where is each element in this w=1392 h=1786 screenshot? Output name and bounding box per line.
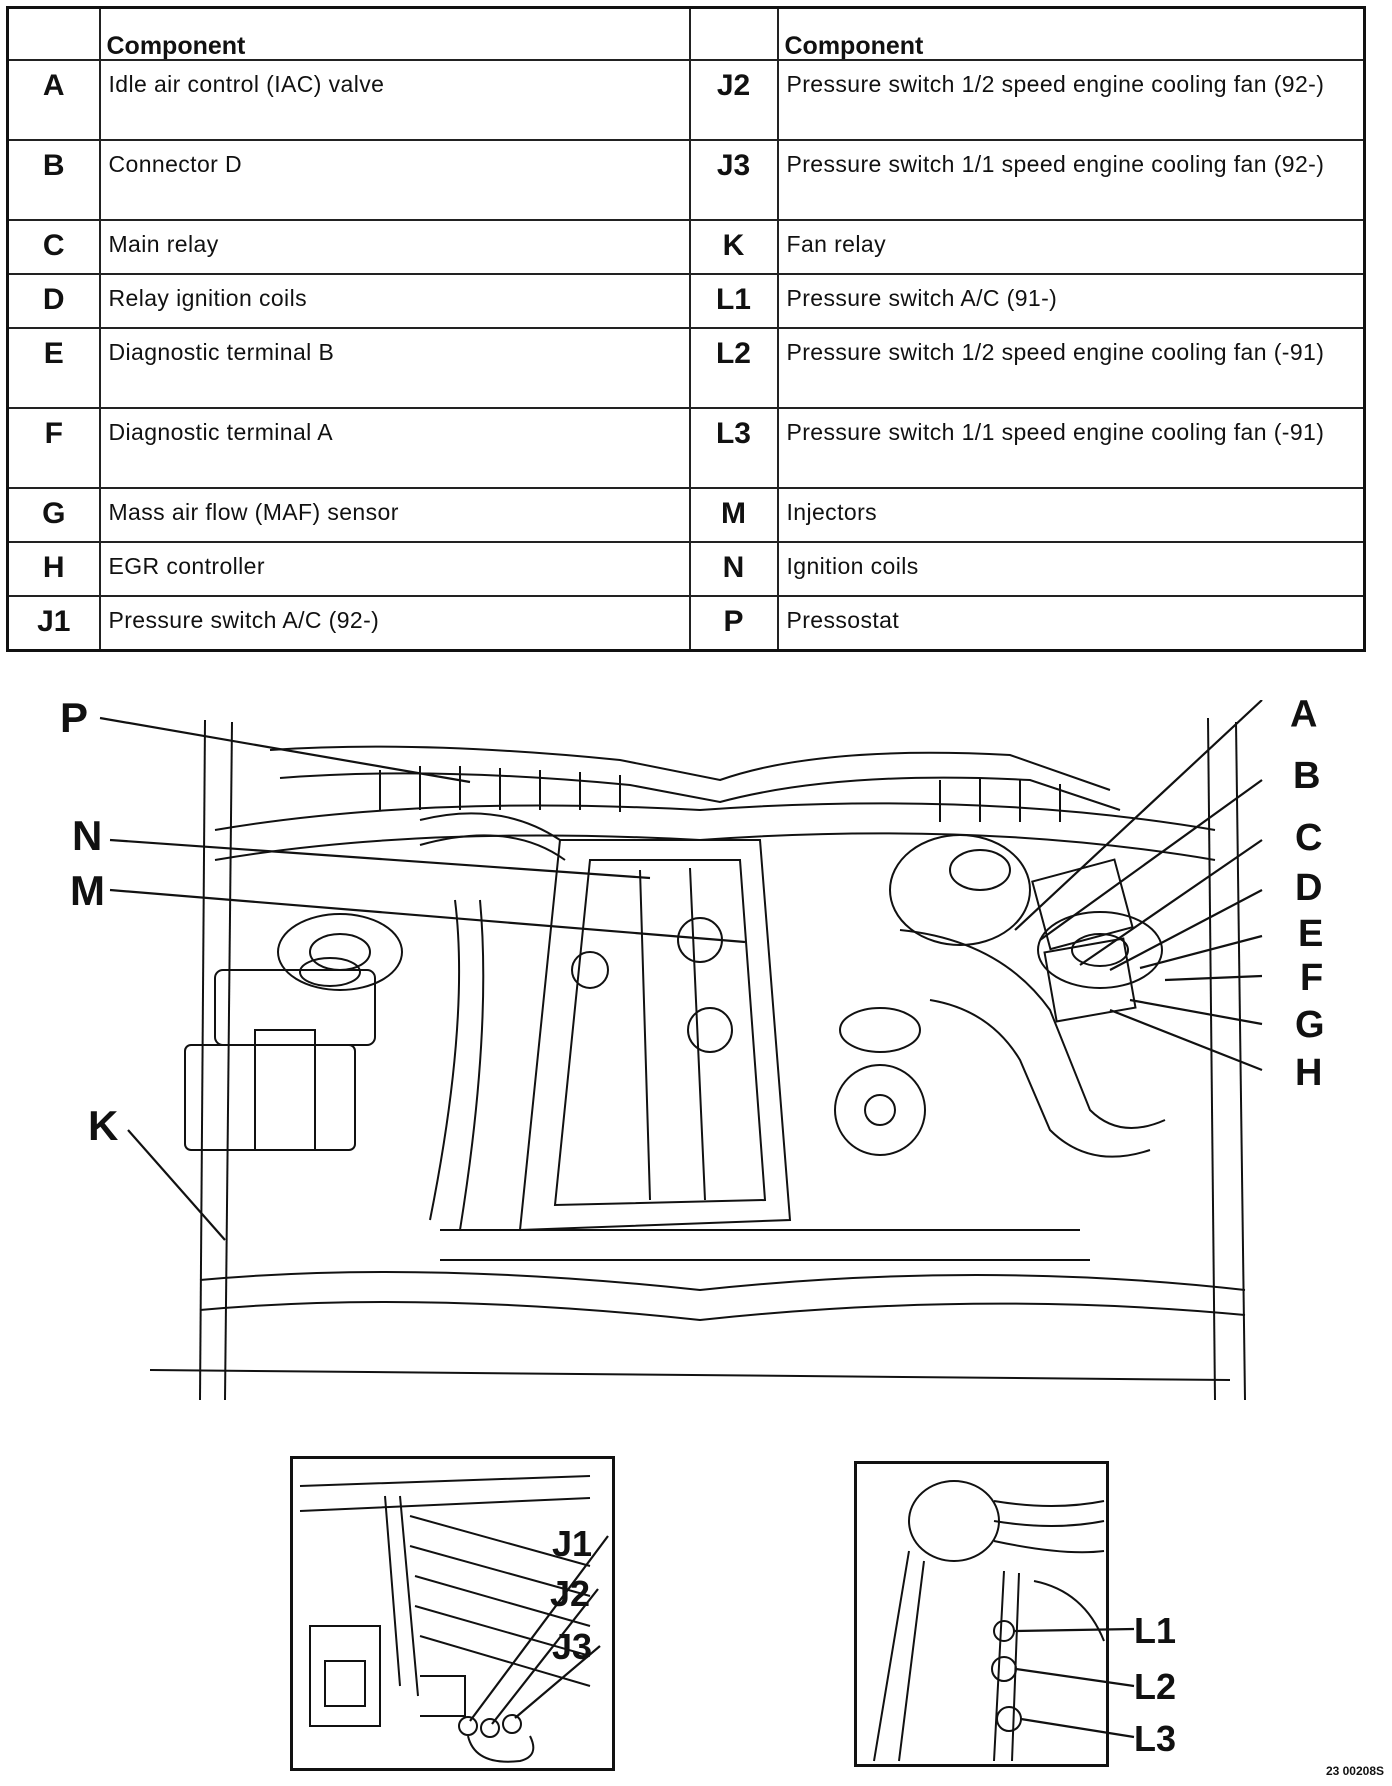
right-description-cell: Ignition coils — [776, 541, 1366, 597]
detail-left-frame — [290, 1456, 615, 1771]
left-description-cell: Mass air flow (MAF) sensor — [98, 487, 691, 543]
right-description-cell: Pressure switch 1/2 speed engine cooling… — [776, 59, 1366, 141]
detail-ac-pressure-switches: L1 L2 L3 — [854, 1461, 1176, 1767]
right-description-cell: Pressure switch A/C (91-) — [776, 273, 1366, 329]
left-description-cell: Connector D — [98, 139, 691, 221]
figure-reference-number: 23 00208S — [1325, 1764, 1384, 1778]
right-code-cell: L2 — [688, 327, 779, 409]
label-J3: J3 — [552, 1626, 592, 1667]
right-code-cell: L3 — [688, 407, 779, 489]
right-description-cell: Pressure switch 1/2 speed engine cooling… — [776, 327, 1366, 409]
label-H: H — [1295, 1052, 1322, 1094]
left-description-cell: Pressure switch A/C (92-) — [98, 595, 691, 652]
detail-fan-pressure-switches: J1 J2 J3 — [290, 1456, 615, 1771]
engine-bay-drawing — [149, 717, 1246, 1401]
left-code-cell: B — [6, 139, 101, 221]
label-M: M — [70, 867, 105, 914]
right-description-cell: Pressure switch 1/1 speed engine cooling… — [776, 139, 1366, 221]
label-B: B — [1293, 755, 1320, 797]
header-code-cell-right — [688, 6, 779, 61]
label-N: N — [72, 812, 102, 859]
table-header-row: Component Component — [6, 6, 1366, 61]
right-code-cell: M — [688, 487, 779, 543]
left-description-cell: Main relay — [98, 219, 691, 275]
label-K: K — [88, 1102, 118, 1149]
label-F: F — [1300, 957, 1323, 999]
right-code-cell: J3 — [688, 139, 779, 221]
header-code-cell-left — [6, 6, 101, 61]
left-code-cell: A — [6, 59, 101, 141]
right-code-cell: P — [688, 595, 779, 652]
header-component-right: Component — [776, 6, 1366, 61]
right-code-cell: L1 — [688, 273, 779, 329]
label-J1: J1 — [552, 1523, 592, 1564]
left-code-cell: H — [6, 541, 101, 597]
right-description-cell: Pressostat — [776, 595, 1366, 652]
label-J2: J2 — [550, 1573, 590, 1614]
label-A: A — [1290, 700, 1317, 735]
left-description-cell: Idle air control (IAC) valve — [98, 59, 691, 141]
label-G: G — [1295, 1004, 1325, 1046]
engine-bay-diagram: P N M K A B C D E F G H — [60, 700, 1325, 1401]
left-description-cell: Diagnostic terminal A — [98, 407, 691, 489]
detail-left-leaders — [469, 1535, 609, 1725]
label-E: E — [1298, 913, 1323, 955]
right-description-cell: Pressure switch 1/1 speed engine cooling… — [776, 407, 1366, 489]
right-code-cell: N — [688, 541, 779, 597]
detail-right-leaders — [1013, 1627, 1135, 1739]
left-description-cell: EGR controller — [98, 541, 691, 597]
label-L1: L1 — [1134, 1610, 1176, 1651]
label-D: D — [1295, 867, 1322, 909]
engine-leader-lines — [99, 700, 1263, 1241]
left-description-cell: Relay ignition coils — [98, 273, 691, 329]
label-C: C — [1295, 817, 1322, 859]
label-L2: L2 — [1134, 1666, 1176, 1707]
right-description-cell: Injectors — [776, 487, 1366, 543]
detail-right-frame — [854, 1461, 1109, 1767]
right-code-cell: K — [688, 219, 779, 275]
right-code-cell: J2 — [688, 59, 779, 141]
left-code-cell: C — [6, 219, 101, 275]
left-code-cell: G — [6, 487, 101, 543]
right-description-cell: Fan relay — [776, 219, 1366, 275]
left-code-cell: D — [6, 273, 101, 329]
header-component-left: Component — [98, 6, 691, 61]
detail-left-drawing — [299, 1475, 591, 1763]
left-code-cell: J1 — [6, 595, 101, 652]
label-L3: L3 — [1134, 1718, 1176, 1759]
left-code-cell: E — [6, 327, 101, 409]
label-P: P — [60, 700, 88, 741]
left-code-cell: F — [6, 407, 101, 489]
left-description-cell: Diagnostic terminal B — [98, 327, 691, 409]
detail-right-drawing — [873, 1480, 1105, 1762]
